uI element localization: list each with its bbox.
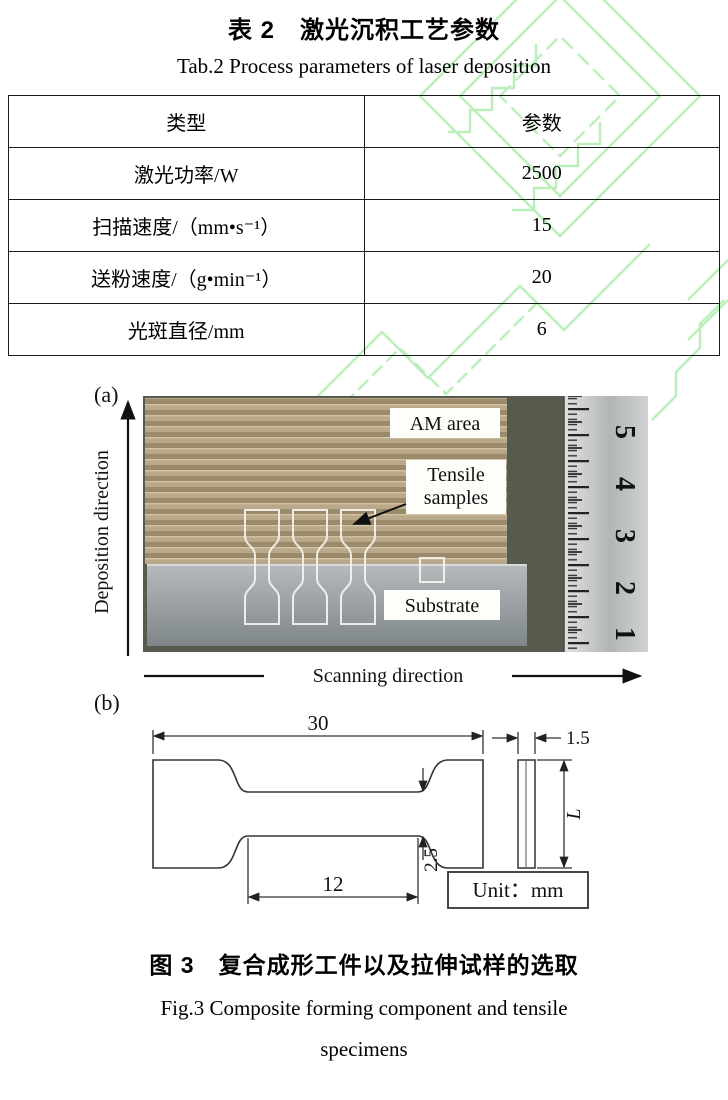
dim-1-5-lines <box>492 732 561 754</box>
dim-height: L <box>563 808 585 820</box>
figure-panel-a: (a) AM area <box>91 382 648 687</box>
param-value-cell: 20 <box>363 251 720 304</box>
tensile-sample-outline <box>244 509 280 625</box>
param-type-cell: 送粉速度/（g•min⁻¹） <box>8 251 365 304</box>
process-parameters-table: 类型 参数 激光功率/W 2500 扫描速度/（mm•s⁻¹） 15 送粉速度/… <box>8 95 720 356</box>
unit-label-box <box>447 871 589 909</box>
table-title-cn: 表 2 激光沉积工艺参数 <box>227 17 500 44</box>
table-row: 送粉速度/（g•min⁻¹） 20 <box>8 251 720 304</box>
tensile-samples-label-box <box>406 460 506 514</box>
param-value-cell: 15 <box>363 199 720 252</box>
scanning-direction-label: Scanning direction <box>313 665 464 687</box>
table-title-en: Tab.2 Process parameters of laser deposi… <box>176 54 552 78</box>
table-row: 激光功率/W 2500 <box>8 147 720 200</box>
figure-caption-en-line2: specimens <box>320 1037 408 1061</box>
figure-3: (a) AM area <box>0 382 728 920</box>
dim-l-lines <box>537 759 572 869</box>
col-header-type: 类型 <box>8 95 365 148</box>
substrate-label: Substrate <box>405 595 480 617</box>
param-value-cell: 6 <box>363 303 720 356</box>
dim-overall-length: 30 <box>308 711 329 735</box>
ruler-ticks-long <box>566 396 606 652</box>
table-row: 扫描速度/（mm•s⁻¹） 15 <box>8 199 720 252</box>
ruler-number: 1 <box>609 627 640 641</box>
figure-caption-en-line1: Fig.3 Composite forming component and te… <box>160 996 568 1020</box>
ruler-numbers: 5 4 3 2 1 <box>609 425 640 641</box>
param-type-cell: 激光功率/W <box>8 147 365 200</box>
param-type-cell: 光斑直径/mm <box>8 303 365 356</box>
tensile-samples-label-line2: samples <box>424 487 489 509</box>
dim-thickness: 1.5 <box>566 728 590 749</box>
tensile-sample-outline <box>340 509 376 625</box>
dim-gauge-width: 2.5 <box>421 848 442 872</box>
ruler-number: 5 <box>609 425 640 439</box>
ruler-number: 3 <box>609 529 640 543</box>
am-area-label-box <box>390 408 500 438</box>
tensile-sample-outlines <box>244 509 445 625</box>
param-value-cell: 2500 <box>363 147 720 200</box>
tensile-sample-outline <box>292 509 328 625</box>
dim-30-lines <box>152 730 484 754</box>
figure-caption-cn: 图 3 复合成形工件以及拉伸试样的选取 <box>149 952 579 978</box>
dim-gauge-length: 12 <box>323 872 344 896</box>
ruler-number: 4 <box>609 477 640 491</box>
col-header-value: 参数 <box>363 95 720 148</box>
table-row: 光斑直径/mm 6 <box>8 303 720 356</box>
page-content: 表 2 激光沉积工艺参数 Tab.2 Process parameters of… <box>0 10 728 1062</box>
panel-a-label: (a) <box>94 382 118 407</box>
figure-panel-b: (b) 30 12 <box>94 692 590 909</box>
panel-b-label: (b) <box>94 692 120 715</box>
tensile-samples-label-line1: Tensile <box>427 464 485 486</box>
square-sample-outline <box>419 557 445 583</box>
tensile-pointer-arrow <box>352 503 407 525</box>
specimen-outline <box>152 759 484 869</box>
param-type-cell: 扫描速度/（mm•s⁻¹） <box>8 199 365 252</box>
unit-label: Unit：mm <box>472 878 563 902</box>
am-area-label: AM area <box>410 413 481 435</box>
dim-12-lines <box>247 838 419 904</box>
deposition-direction-label: Deposition direction <box>91 450 113 614</box>
substrate-label-box <box>384 590 500 620</box>
table-header-row: 类型 参数 <box>8 95 720 148</box>
ruler-number: 2 <box>609 581 640 595</box>
